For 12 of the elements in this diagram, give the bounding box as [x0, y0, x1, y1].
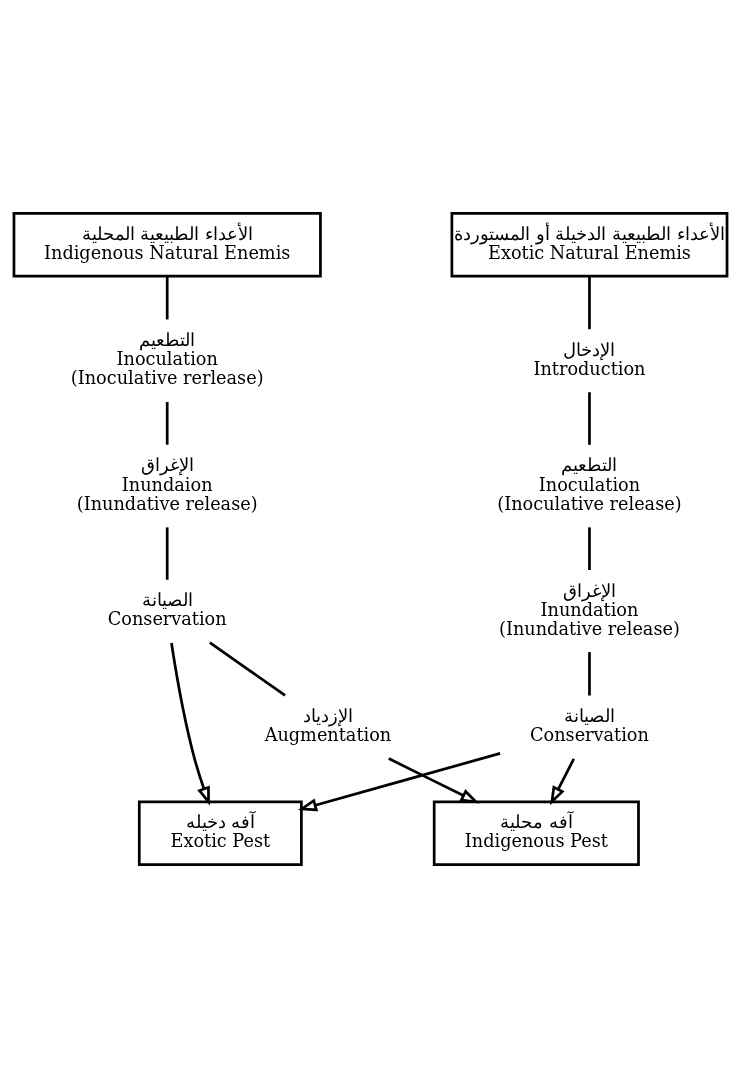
connector	[209, 641, 286, 697]
connector	[588, 652, 591, 696]
connector	[165, 276, 169, 320]
arrow	[550, 758, 576, 806]
connector	[588, 392, 591, 445]
connector	[588, 527, 591, 570]
connector	[165, 402, 169, 445]
arrow	[388, 757, 480, 804]
arrow	[297, 752, 501, 812]
arrow	[170, 642, 210, 806]
connector	[165, 527, 169, 580]
connector	[588, 276, 591, 330]
